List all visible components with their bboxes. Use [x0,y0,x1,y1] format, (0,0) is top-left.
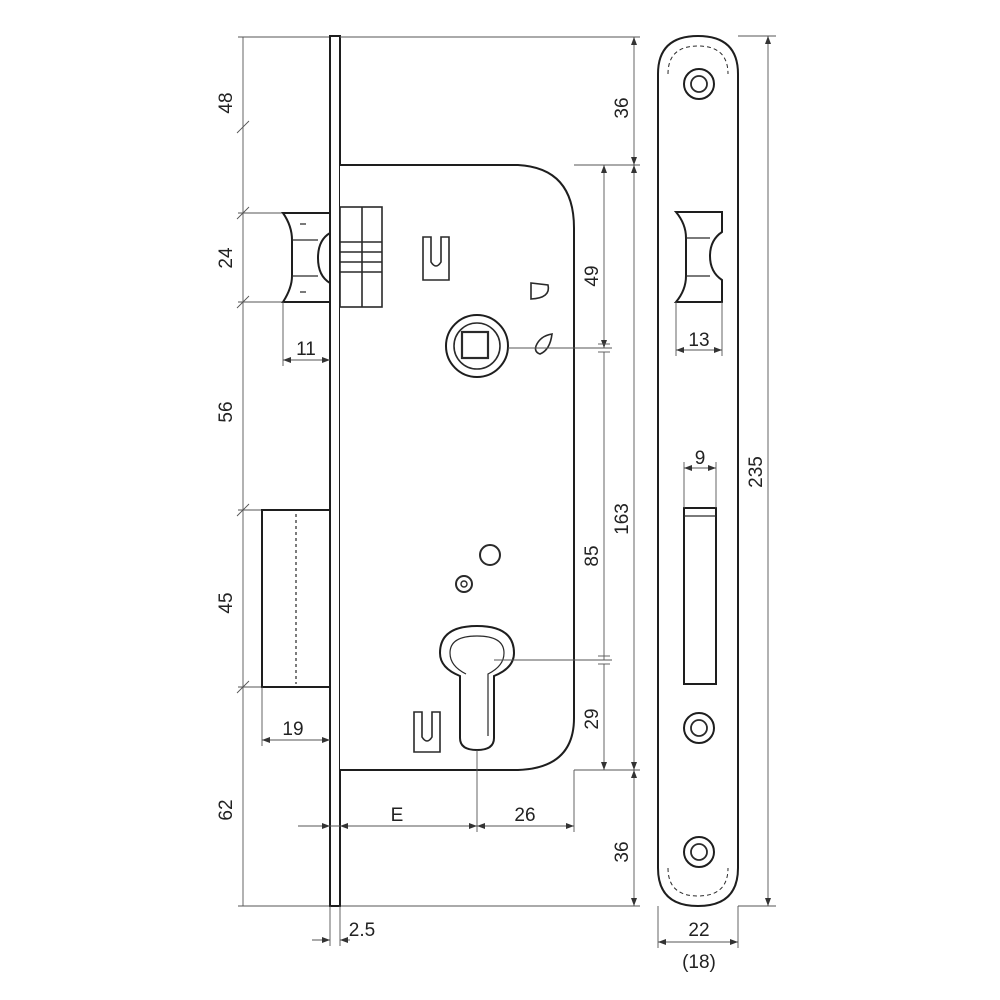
dim-latch-height: 45 [216,592,237,613]
left-dimension-chain [236,37,250,906]
faceplate [329,35,341,907]
dim-strike-latch-opening: 9 [695,448,706,469]
dim-strike-width: 22 [688,920,709,941]
strike-plate [657,34,739,908]
teardrop-mark [534,333,553,355]
dim-strike-width-alt: (18) [682,952,716,973]
dim-strike-height: 235 [746,456,767,488]
dim-bolt-throw: 11 [296,339,316,360]
deadbolt-housing [339,206,383,308]
lock-case [340,164,575,771]
dim-bottom-offset: 62 [216,799,237,820]
dim-backset: E [391,805,404,826]
backset-dimension [298,750,575,832]
strike-height-dimension [738,35,776,907]
dim-bolt-height: 24 [216,247,237,269]
rivet-upper [479,544,501,566]
dim-latch-throw: 19 [282,719,303,740]
dim-spindle-to-cylinder: 85 [582,545,603,566]
dim-faceplate-thickness: 2.5 [349,920,375,941]
right-extension-lines [340,36,640,771]
rivet-lower [455,575,473,593]
latch-bolt [261,509,331,688]
strike-bolt-dimension [675,302,723,356]
dim-cylinder-center: 26 [514,805,535,826]
dim-arrows-cylinder-to-bottom [601,762,607,770]
dim-top-offset: 48 [216,92,237,113]
dim-bottom-gap: 36 [612,841,633,862]
dim-top-gap: 36 [612,97,633,118]
small-d-cutout [530,282,550,300]
rivet-lower-inner [460,580,468,588]
deadbolt [281,212,331,303]
upper-slot [422,236,450,281]
dim-bolt-to-latch: 56 [216,401,237,422]
strike-latch-dimension [683,462,717,508]
faceplate-thickness-dimension [312,906,350,946]
dim-cylinder-to-bottom: 29 [582,708,603,729]
strike-bolt-opening [673,211,723,303]
cylinder-keyhole-inner [449,635,505,736]
strike-screw-holes [683,68,715,868]
bolt-throw-dimension [282,302,330,366]
spindle-hub [445,314,509,378]
dim-total-case: 163 [612,503,633,535]
lower-slot [413,711,441,753]
strike-latch-opening [683,507,717,685]
latch-throw-dimension [261,687,330,746]
dim-to-spindle: 49 [582,265,603,286]
dim-strike-bolt-opening: 13 [688,330,709,351]
strike-width-dimension [657,906,739,948]
